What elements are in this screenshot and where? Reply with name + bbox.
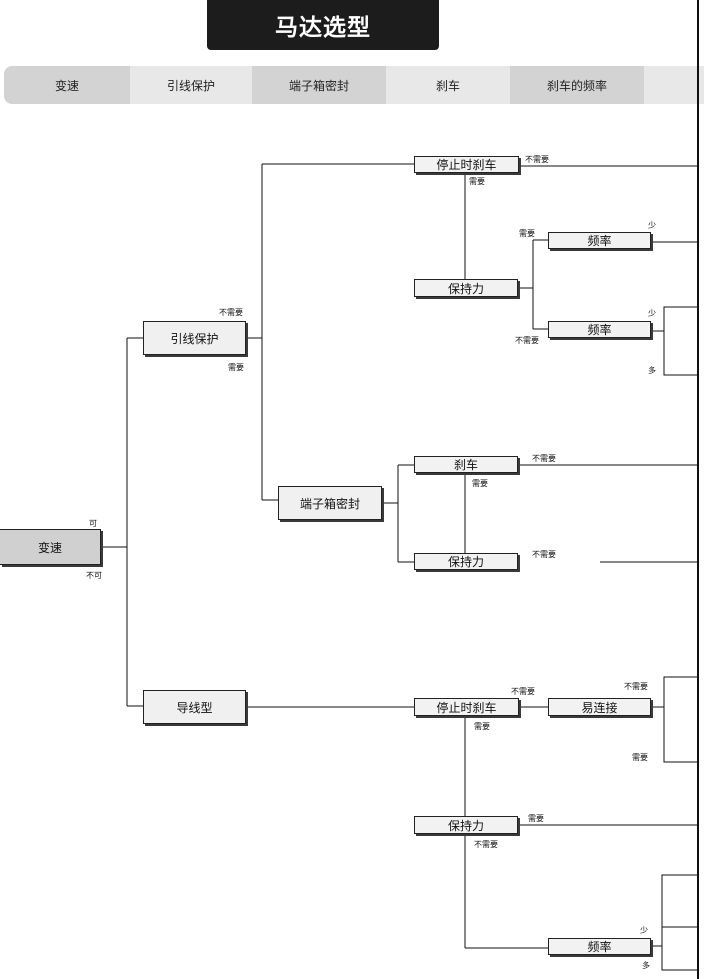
branch-label-xuyao: 需要 bbox=[472, 479, 488, 488]
tab-blank bbox=[644, 66, 704, 104]
node-label: 保持力 bbox=[447, 818, 484, 833]
node-tingzhi-shache-1[interactable]: 停止时刹车 bbox=[414, 156, 519, 173]
node-label: 保持力 bbox=[447, 281, 484, 296]
node-baochili-1[interactable]: 保持力 bbox=[414, 279, 518, 297]
node-yinxian-baohu[interactable]: 引线保护 bbox=[143, 321, 246, 355]
title-banner: 马达选型 bbox=[207, 0, 439, 50]
branch-label-xuyao: 需要 bbox=[632, 753, 648, 762]
branch-label-ke: 可 bbox=[89, 519, 97, 528]
branch-label-buxuyao: 不需要 bbox=[525, 155, 549, 164]
branch-label-xuyao: 需要 bbox=[528, 814, 544, 823]
branch-label-buxuyao: 不需要 bbox=[511, 687, 535, 696]
branch-label-buxuyao: 不需要 bbox=[624, 682, 648, 691]
node-pinlv-3[interactable]: 频率 bbox=[548, 938, 651, 955]
branch-label-buxuyao: 不需要 bbox=[532, 454, 556, 463]
branch-label-duo: 多 bbox=[648, 366, 656, 375]
tab-label: 刹车的频率 bbox=[546, 78, 607, 93]
node-daoxianxing[interactable]: 导线型 bbox=[143, 690, 246, 724]
node-baochili-2[interactable]: 保持力 bbox=[414, 553, 518, 570]
branch-label-duo: 多 bbox=[642, 961, 650, 970]
branch-label-shao: 少 bbox=[648, 221, 656, 230]
tab-label: 端子箱密封 bbox=[288, 78, 349, 93]
node-label: 导线型 bbox=[176, 700, 213, 715]
tab-label: 引线保护 bbox=[166, 78, 215, 93]
node-label: 变速 bbox=[37, 540, 62, 555]
branch-label-xuyao: 需要 bbox=[469, 177, 485, 186]
node-shache[interactable]: 刹车 bbox=[414, 456, 518, 473]
branch-label-buxuyao: 不需要 bbox=[515, 336, 539, 345]
node-label: 保持力 bbox=[447, 555, 484, 569]
tab-biansu[interactable]: 变速 bbox=[4, 66, 130, 104]
branch-label-buxuyao: 不需要 bbox=[474, 840, 498, 849]
tab-yinxian-baohu[interactable]: 引线保护 bbox=[130, 66, 252, 104]
node-baochili-3[interactable]: 保持力 bbox=[414, 816, 518, 834]
page-title: 马达选型 bbox=[275, 15, 371, 41]
node-tingzhi-shache-2[interactable]: 停止时刹车 bbox=[414, 698, 519, 716]
node-yi-lianjie[interactable]: 易连接 bbox=[548, 698, 651, 716]
tab-shache-pinlv[interactable]: 刹车的频率 bbox=[510, 66, 644, 104]
node-label: 频率 bbox=[587, 234, 612, 248]
tab-label: 变速 bbox=[54, 78, 79, 93]
branch-label-buxuyao: 不需要 bbox=[532, 550, 556, 559]
node-pinlv-2[interactable]: 频率 bbox=[548, 321, 651, 338]
branch-label-xuyao: 需要 bbox=[474, 722, 490, 731]
tab-shache[interactable]: 刹车 bbox=[386, 66, 510, 104]
node-label: 易连接 bbox=[581, 700, 618, 715]
branch-label-xuyao: 需要 bbox=[228, 363, 244, 372]
node-label: 刹车 bbox=[453, 458, 478, 472]
node-label: 停止时刹车 bbox=[436, 700, 497, 715]
branch-label-buxuyao: 不需要 bbox=[219, 308, 243, 317]
node-pinlv-1[interactable]: 频率 bbox=[548, 232, 651, 249]
node-label: 频率 bbox=[587, 323, 612, 337]
node-label: 引线保护 bbox=[170, 331, 219, 346]
branch-label-xuyao: 需要 bbox=[519, 229, 535, 238]
branch-label-buke: 不可 bbox=[86, 571, 102, 580]
node-biansu[interactable]: 变速 bbox=[0, 529, 101, 565]
branch-label-shao: 少 bbox=[648, 309, 656, 318]
tab-duanzixiang-mifeng[interactable]: 端子箱密封 bbox=[252, 66, 386, 104]
node-label: 端子箱密封 bbox=[299, 496, 360, 511]
step-tab-bar: 变速 引线保护 端子箱密封 刹车 刹车的频率 bbox=[4, 66, 704, 104]
branch-label-shao: 少 bbox=[640, 926, 648, 935]
right-border-rule bbox=[697, 0, 699, 979]
tab-label: 刹车 bbox=[435, 78, 460, 93]
node-label: 频率 bbox=[587, 940, 612, 954]
node-duanzixiang-mifeng[interactable]: 端子箱密封 bbox=[278, 486, 382, 520]
node-label: 停止时刹车 bbox=[436, 158, 497, 172]
